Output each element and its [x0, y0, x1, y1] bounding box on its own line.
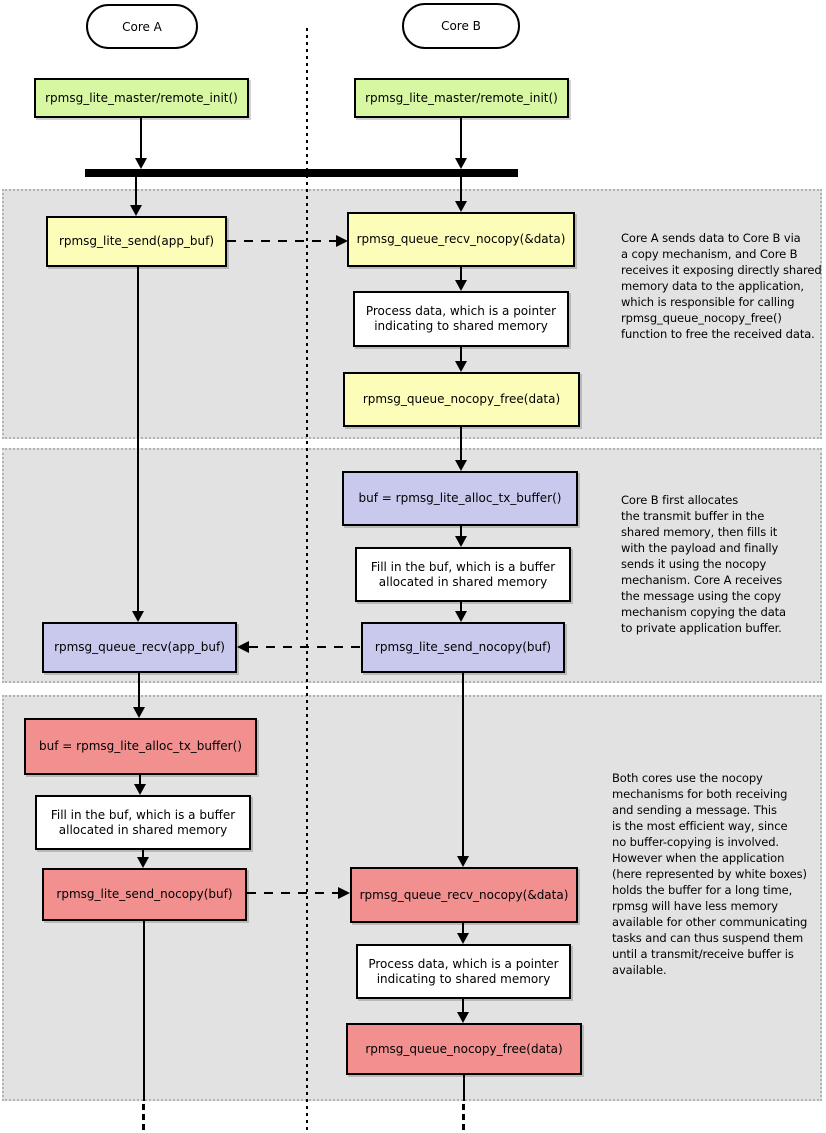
- node-s2-alloc-tx-buffer: buf = rpmsg_lite_alloc_tx_buffer(): [342, 471, 578, 526]
- node-s1-queue-recv-nocopy: rpmsg_queue_recv_nocopy(&data): [347, 212, 575, 267]
- arrowhead-s2send-s3recv: [457, 856, 469, 867]
- node-s3-fill-buf: Fill in the buf, which is a buffer alloc…: [35, 795, 251, 850]
- arrow-line-s3-recv-process: [462, 923, 464, 933]
- arrow-line-init-b: [460, 118, 462, 158]
- arrowhead-s2recv-s3alloc: [133, 707, 145, 718]
- arrowhead-s1free-s2alloc: [455, 460, 467, 471]
- node-s3-queue-recv-nocopy: rpmsg_queue_recv_nocopy(&data): [350, 867, 578, 923]
- lifeline-core-b: Core B: [402, 3, 520, 49]
- node-s2-send-nocopy: rpmsg_lite_send_nocopy(buf): [361, 622, 565, 673]
- arrow-line-bar-to-send: [135, 177, 137, 205]
- arrowhead-s3-fill-send: [137, 857, 149, 868]
- core-b-label: Core B: [441, 19, 481, 33]
- message-dash-s1: [227, 240, 336, 242]
- arrow-line-s1-recv-process: [460, 267, 462, 280]
- lifeline-tail-core-a-dashed: [142, 1104, 145, 1131]
- message-dash-s2: [249, 646, 361, 648]
- node-s2-fill-buf: Fill in the buf, which is a buffer alloc…: [355, 547, 571, 602]
- arrow-line-s2send-s3recv: [462, 673, 464, 856]
- arrowhead-s3-alloc-fill: [134, 784, 146, 795]
- node-init-core-b: rpmsg_lite_master/remote_init(): [354, 78, 569, 118]
- node-s3-send-nocopy: rpmsg_lite_send_nocopy(buf): [42, 868, 247, 921]
- node-s3-alloc-tx-buffer: buf = rpmsg_lite_alloc_tx_buffer(): [24, 718, 257, 775]
- arrow-line-s3-process-free: [462, 999, 464, 1012]
- arrow-line-bar-to-recv: [460, 177, 462, 201]
- lifeline-core-a: Core A: [86, 4, 198, 49]
- arrowhead-bar-to-send: [130, 205, 142, 216]
- node-s1-nocopy-free: rpmsg_queue_nocopy_free(data): [343, 372, 580, 427]
- arrowhead-s2-fill-send: [455, 611, 467, 622]
- arrowhead-s1-process-free: [455, 361, 467, 372]
- arrowhead-s3-recv-process: [457, 933, 469, 944]
- node-s3-nocopy-free: rpmsg_queue_nocopy_free(data): [346, 1023, 582, 1075]
- arrow-line-init-a: [140, 118, 142, 158]
- arrowhead-s2-alloc-fill: [455, 536, 467, 547]
- node-init-core-a: rpmsg_lite_master/remote_init(): [34, 78, 249, 118]
- annotation-section1: Core A sends data to Core B via a copy m…: [621, 231, 822, 341]
- core-a-label: Core A: [122, 19, 162, 34]
- arrowhead-init-b: [455, 158, 467, 169]
- arrow-line-s3-alloc-fill: [139, 775, 141, 784]
- core-divider-dotted-line: [306, 28, 308, 1133]
- arrowhead-bar-to-recv: [455, 201, 467, 212]
- sync-bar: [85, 169, 518, 177]
- arrowhead-s1send-s2recv: [132, 611, 144, 622]
- arrow-line-s2recv-s3alloc: [138, 673, 140, 707]
- node-s1-process-data: Process data, which is a pointer indicat…: [353, 291, 569, 347]
- lifeline-tail-core-b-solid: [463, 1075, 465, 1101]
- arrow-line-s1send-s2recv: [137, 267, 139, 611]
- arrow-line-s2-alloc-fill: [460, 526, 462, 536]
- arrow-line-s1-process-free: [460, 347, 462, 361]
- annotation-section2: Core B first allocates the transmit buff…: [621, 493, 787, 635]
- annotation-section3: Both cores use the nocopy mechanisms for…: [612, 771, 808, 977]
- arrow-line-s3-fill-send: [142, 850, 144, 857]
- node-s2-queue-recv: rpmsg_queue_recv(app_buf): [42, 622, 237, 673]
- lifeline-tail-core-b-dashed: [462, 1104, 465, 1131]
- lifeline-tail-core-a-solid: [143, 921, 145, 1101]
- node-s1-lite-send: rpmsg_lite_send(app_buf): [46, 216, 227, 267]
- message-arrowhead-s2: [237, 641, 249, 653]
- message-arrowhead-s3: [338, 887, 350, 899]
- message-arrowhead-s1: [336, 235, 348, 247]
- arrow-line-s2-fill-send: [460, 602, 462, 611]
- message-dash-s3: [247, 892, 338, 894]
- arrowhead-init-a: [135, 158, 147, 169]
- arrowhead-s1-recv-process: [455, 280, 467, 291]
- node-s3-process-data: Process data, which is a pointer indicat…: [356, 944, 571, 999]
- arrow-line-s1free-s2alloc: [460, 427, 462, 460]
- arrowhead-s3-process-free: [457, 1012, 469, 1023]
